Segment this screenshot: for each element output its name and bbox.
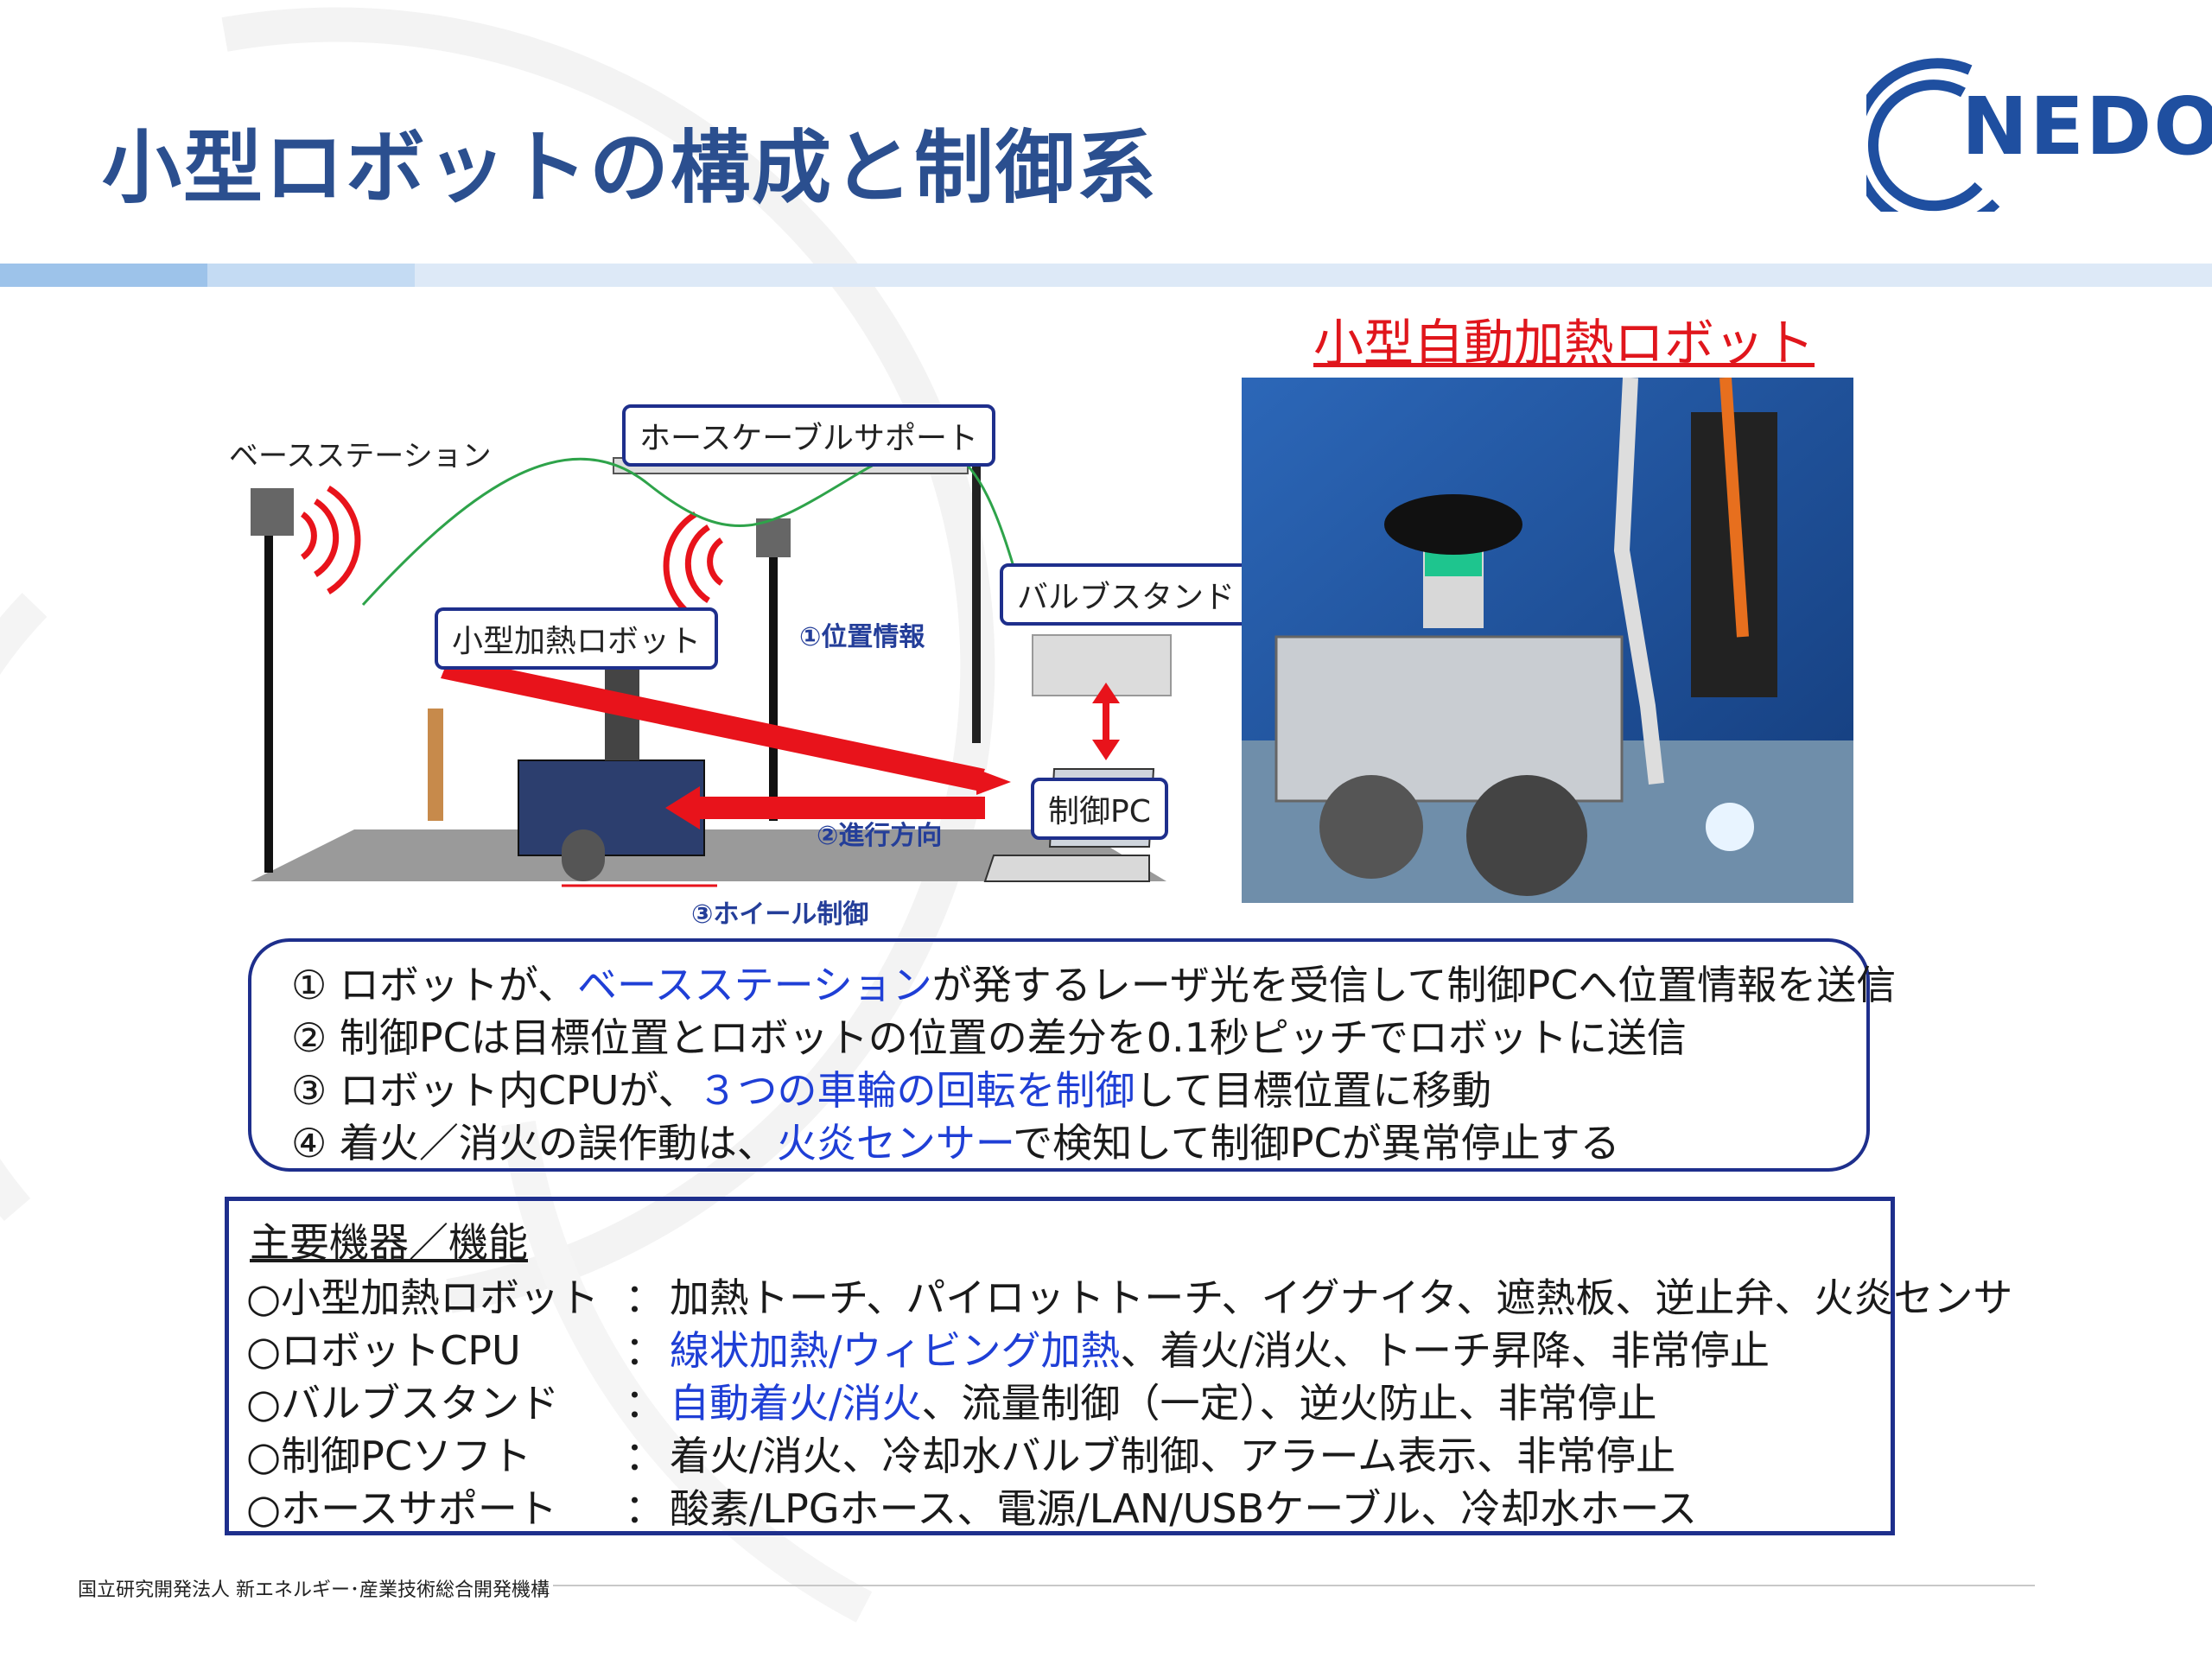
base-station-sensor-right: [756, 518, 791, 557]
nedo-logo: NEDO: [1866, 48, 2212, 212]
control-pc-label: 制御PC: [1031, 778, 1168, 840]
step-item: ③ ロボット内CPUが、３つの車輪の回転を制御して目標位置に移動: [291, 1067, 1492, 1114]
valve-stand-box: [1032, 634, 1172, 696]
step-item: ② 制御PCは目標位置とロボットの位置の差分を0.1秒ピッチでロボットに送信: [291, 1014, 1687, 1061]
hose-support-pole: [972, 458, 981, 743]
step-item: ④ 着火／消火の誤作動は、火炎センサーで検知して制御PCが異常停止する: [291, 1120, 1620, 1166]
steps-box: ① ロボットが、ベースステーションが発するレーザ光を受信して制御PCへ位置情報を…: [248, 938, 1896, 1172]
base-station-label: ベースステーション: [229, 439, 492, 473]
base-station-sensor-left: [251, 488, 294, 536]
robot-label: 小型加熱ロボット: [435, 607, 719, 670]
step1-label: ①位置情報: [799, 622, 925, 652]
system-diagram: [251, 445, 1172, 887]
footer-org: 国立研究開発法人 新エネルギー･産業技術総合開発機構: [78, 1579, 550, 1601]
robot-wheel: [562, 829, 605, 881]
page-title: 小型ロボットの構成と制御系: [102, 122, 1159, 214]
step2-label: ②進行方向: [817, 821, 943, 851]
valve-stand-label: バルブスタンド: [1000, 563, 1253, 626]
robot-photo: [1242, 378, 1853, 903]
laser-waves-right: [663, 512, 724, 620]
header-band-accent-light: [207, 264, 415, 287]
arrow-direction: [691, 797, 985, 819]
laser-waves-left: [300, 486, 361, 594]
step3-label: ③ホイール制御: [691, 899, 869, 930]
laptop-base: [983, 855, 1150, 882]
photo-caption: 小型自動加熱ロボット: [1313, 314, 1815, 372]
step-item: ① ロボットが、ベースステーションが発するレーザ光を受信して制御PCへ位置情報を…: [291, 962, 1897, 1008]
base-station-pole-left: [264, 527, 273, 873]
robot-torch: [428, 709, 443, 821]
footer-divider: [553, 1585, 2035, 1586]
hose-support-label: ホースケーブルサポート: [622, 404, 996, 467]
arrow-position-info: [441, 657, 985, 791]
equipment-box: 主要機器／機能 ○小型加熱ロボット ： 加熱トーチ、パイロットトーチ、イグナイタ…: [225, 1197, 2012, 1535]
base-station-pole-right: [769, 544, 778, 821]
floor: [251, 829, 1166, 881]
equipment-title: 主要機器／機能: [250, 1219, 528, 1266]
header-band-accent: [0, 264, 207, 287]
logo-text: NEDO: [1961, 80, 2212, 173]
